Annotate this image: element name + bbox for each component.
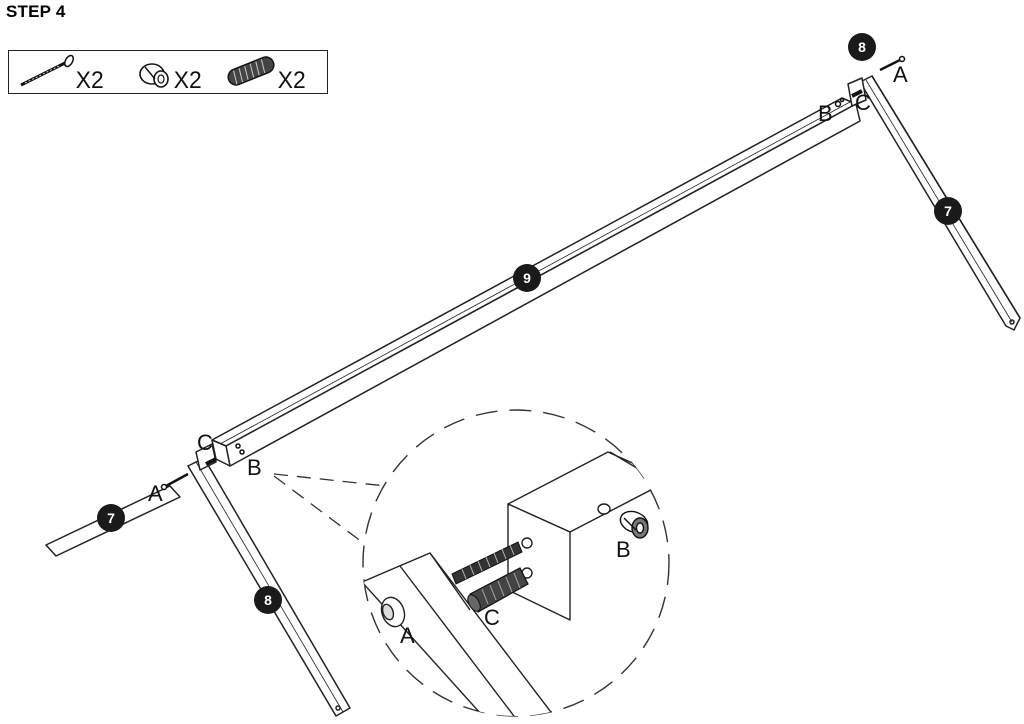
part-badge-8-right: 8 <box>848 33 876 61</box>
zoom-bolt <box>451 541 523 585</box>
zoom-dowel <box>467 567 529 613</box>
barrel-nut-icon <box>139 63 169 88</box>
right-joint-hardware <box>834 55 906 108</box>
svg-text:7: 7 <box>944 203 952 219</box>
part-badge-7-right: 7 <box>934 197 962 225</box>
svg-text:9: 9 <box>523 270 531 286</box>
label-dowel-zoom: C <box>484 605 500 630</box>
zoom-detail <box>362 409 670 717</box>
dowel-qty: X2 <box>277 67 306 94</box>
left-leg <box>187 443 351 717</box>
bolt-icon <box>20 54 75 87</box>
step-title: STEP 4 <box>6 2 66 21</box>
label-bolt-right: A <box>893 62 908 87</box>
zoom-callout-lines <box>273 473 387 546</box>
zoom-barrel-nut <box>619 510 649 539</box>
part-badge-7-left: 7 <box>97 504 125 532</box>
label-bolt-left: A <box>148 481 163 506</box>
right-leg <box>847 75 1021 331</box>
parts-list-box: X2 X2 X2 <box>8 50 328 94</box>
left-joint-hardware <box>160 443 245 491</box>
label-barrel-nut-left: B <box>247 455 262 480</box>
wooden-dowel-icon <box>227 56 275 86</box>
part-badge-9: 9 <box>513 264 541 292</box>
label-barrel-nut-zoom: B <box>616 537 631 562</box>
bolt-qty: X2 <box>75 67 104 94</box>
label-barrel-nut-right: B <box>818 101 833 126</box>
label-dowel-right: C <box>855 90 871 115</box>
barrel-nut-qty: X2 <box>173 67 202 94</box>
svg-text:8: 8 <box>858 39 866 55</box>
part-badge-8-left: 8 <box>254 586 282 614</box>
parts-icons <box>20 54 275 88</box>
label-dowel-left: C <box>197 430 213 455</box>
svg-text:7: 7 <box>107 510 115 526</box>
label-bolt-zoom: A <box>400 623 415 648</box>
svg-text:8: 8 <box>264 592 272 608</box>
